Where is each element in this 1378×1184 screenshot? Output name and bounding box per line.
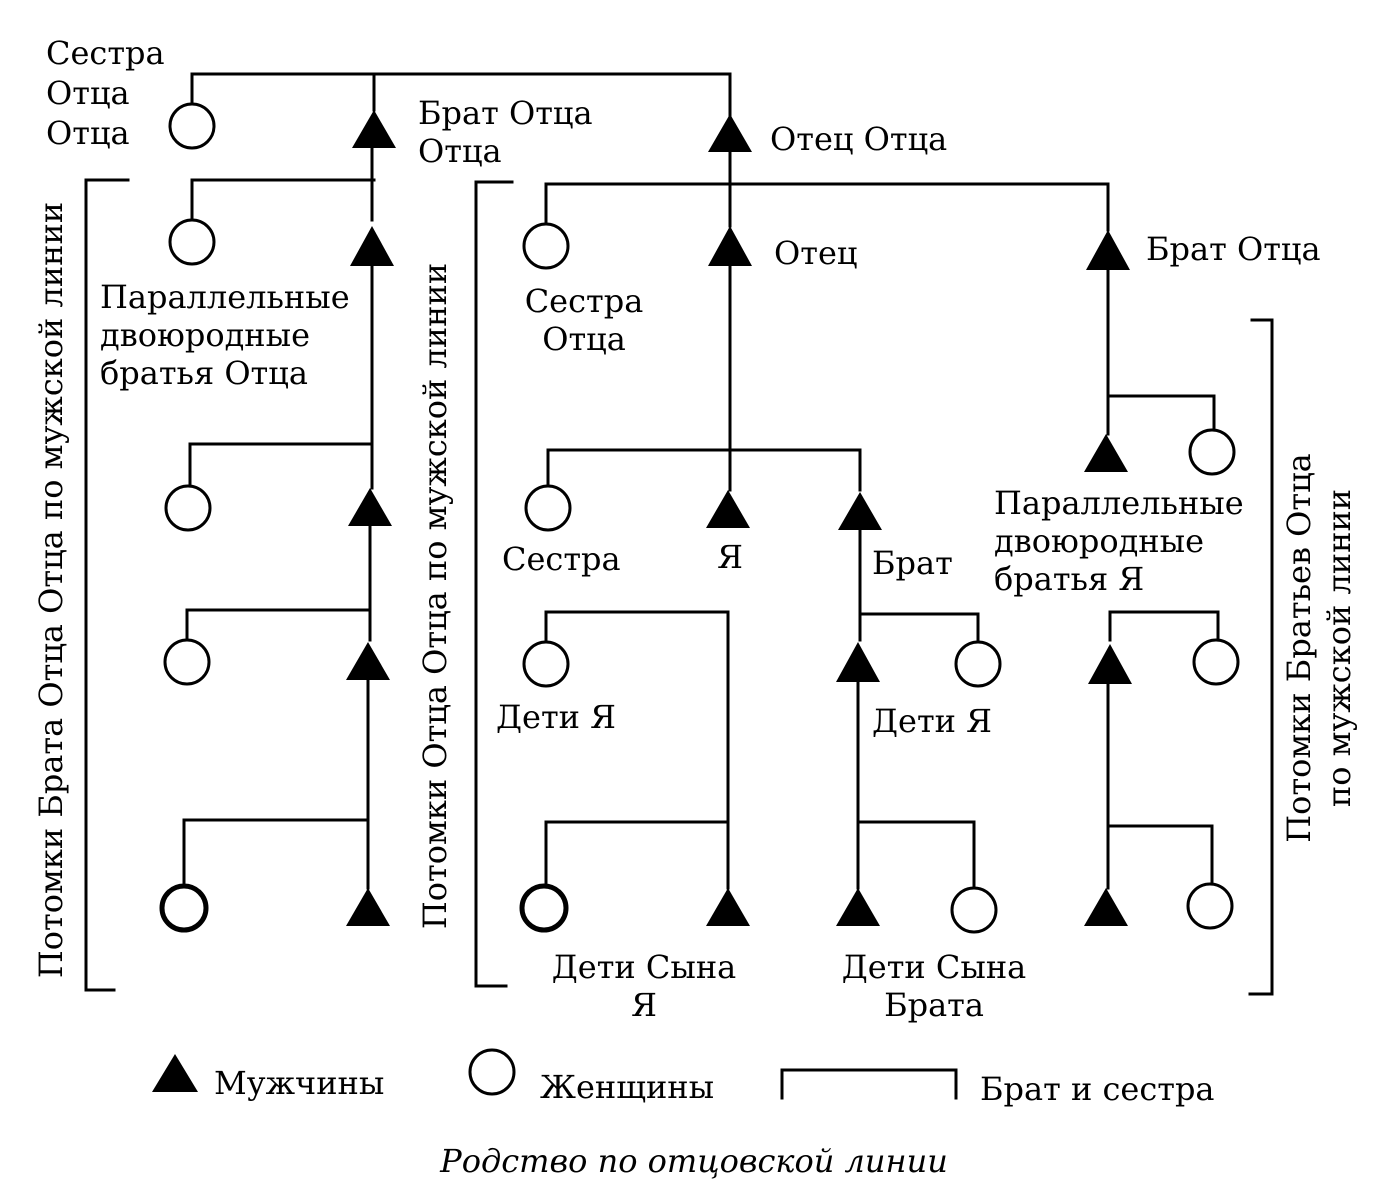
legend-siblings-bracket [780,1068,958,1100]
fb-greatgranddaughter-circle [1186,882,1234,930]
fpc-triangle [350,226,394,266]
label-ffs-1: Сестра [46,34,165,72]
label-fs-2: Отца [542,320,626,358]
ego-grandson-sister-circle [519,883,569,933]
kinship-lines [182,72,1220,890]
legend-female-circle [468,1048,516,1096]
father-triangle [708,226,752,266]
label-sister: Сестра [502,540,621,578]
fb-greatgrandson-triangle [1084,888,1128,926]
label-ego: Я [717,538,743,576]
fb-triangle [1086,230,1130,270]
side-label-right-2: по мужской линии [1320,489,1358,807]
label-fpc-2: двоюродные [100,316,310,354]
label-brother: Брат [872,544,953,582]
brother-son-triangle [836,642,880,682]
left-gen3-circle [164,484,212,532]
legend: Мужчины Женщины Брат и сестра [152,1048,1215,1108]
label-epc-1: Параллельные [994,484,1244,522]
ego-triangle [706,490,750,528]
label-ff: Отец Отца [770,120,947,158]
side-label-mid: Потомки Отца Отца по мужской линии [416,263,454,929]
label-father: Отец [774,234,857,272]
ego-daughter-circle [522,640,570,688]
left-gen4-triangle [346,642,390,680]
left-gen5-triangle [346,888,390,926]
fb-grandson-triangle [1088,644,1132,684]
ffb-triangle [352,110,396,148]
epc-sister-circle [1188,428,1236,476]
brother-granddaughter-circle [950,886,998,934]
ffs-circle [168,102,216,150]
legend-male-triangle [152,1054,198,1092]
left-gen5-circle [159,883,209,933]
label-children-ego-right: Дети Я [872,702,992,740]
brother-grandson-triangle [836,888,880,926]
label-sons-children-brother-2: Брата [884,986,984,1024]
side-label-right-1: Потомки Братьев Отца [1280,453,1318,842]
left-gen3-triangle [348,488,392,526]
label-epc-2: двоюродные [994,522,1204,560]
label-children-ego-left: Дети Я [496,698,616,736]
epc-triangle [1084,434,1128,472]
label-ffs-3: Отца [46,114,130,152]
persons [159,102,1240,934]
label-fb: Брат Отца [1146,230,1321,268]
legend-siblings-label: Брат и сестра [980,1070,1215,1108]
fpc-sister-circle [168,218,216,266]
fs-circle [522,222,570,270]
label-epc-3: братья Я [994,560,1144,598]
label-fpc-1: Параллельные [100,278,350,316]
sister-circle [524,484,572,532]
label-sons-children-ego-2: Я [631,986,657,1024]
label-ffs-2: Отца [46,74,130,112]
ff-triangle [708,114,752,152]
side-brackets [84,178,1274,996]
legend-female-label: Женщины [540,1068,714,1106]
label-sons-children-ego-1: Дети Сына [552,948,737,986]
ego-grandson-triangle [706,888,750,926]
label-ffb-1: Брат Отца [418,94,593,132]
side-label-left: Потомки Брата Отца Отца по мужской линии [32,202,70,978]
brother-triangle [838,492,882,530]
brother-daughter-circle [954,640,1002,688]
label-sons-children-brother-1: Дети Сына [842,948,1027,986]
label-fs-1: Сестра [525,282,644,320]
legend-male-label: Мужчины [214,1064,384,1102]
fb-granddaughter-circle [1192,638,1240,686]
label-ffb-2: Отца [418,132,502,170]
labels: Сестра Отца Отца Брат Отца Отца Отец Отц… [32,34,1358,1024]
diagram-caption: Родство по отцовской линии [439,1142,948,1180]
left-gen4-circle [163,638,211,686]
label-fpc-3: братья Отца [100,354,308,392]
